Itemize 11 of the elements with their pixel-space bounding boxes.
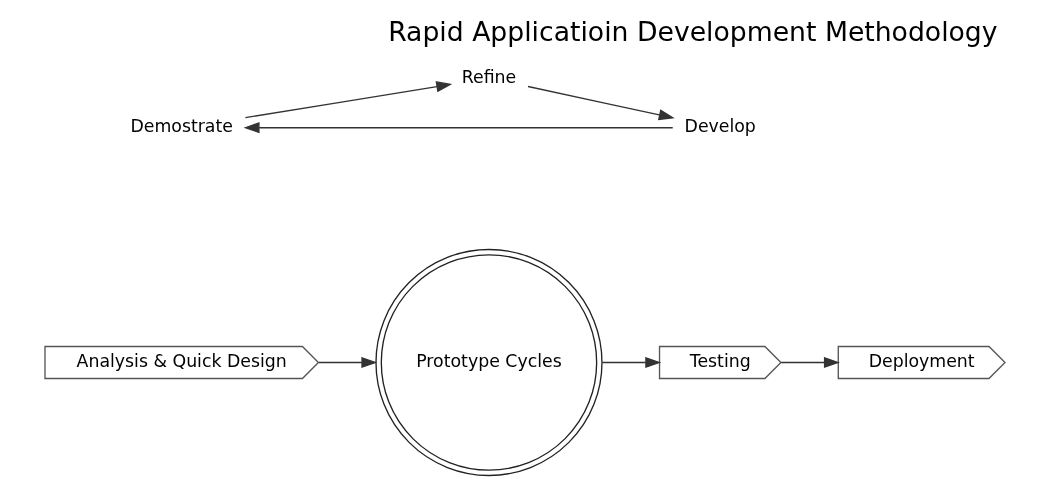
node-circle: Prototype Cycles — [375, 248, 603, 476]
arrow — [601, 356, 662, 368]
arrow — [318, 356, 378, 368]
node-text: Refine — [461, 66, 517, 87]
diagram-title: Rapid Applicatioin Development Methodology — [388, 15, 998, 47]
arrow — [244, 80, 453, 118]
node-text: Demostrate — [130, 115, 233, 136]
node-text: Develop — [684, 115, 756, 136]
arrow — [780, 356, 840, 368]
arrow — [243, 121, 674, 133]
arrow — [527, 85, 675, 120]
